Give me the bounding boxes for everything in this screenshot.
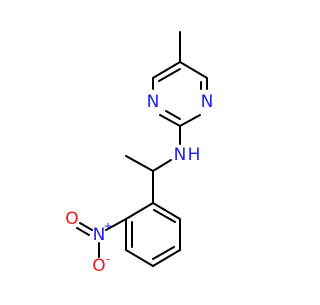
- atom-label-amine-n: N: [174, 145, 187, 165]
- structure-drawing: N N N H N + O - O: [65, 31, 214, 276]
- bond-c2-n3-double: [165, 110, 181, 120]
- bond-b1-b2: [152, 202, 181, 220]
- molecule-diagram: N N N H N + O - O: [65, 31, 214, 276]
- bond-nh-ch: [152, 159, 172, 172]
- bond-n1-c2: [179, 114, 201, 127]
- bond-b3-b4-double: [152, 246, 175, 260]
- bond-nitro-o-double-a: [79, 222, 93, 231]
- bond-b6-b1: [125, 202, 154, 220]
- bond-b1-b2-double: [153, 209, 176, 223]
- atom-charge-nitro-o: -: [106, 253, 110, 266]
- bond-c4-c5-double: [158, 68, 181, 82]
- atom-label-amine-h: H: [188, 145, 201, 165]
- atom-label-pyrimidine-n1: N: [201, 92, 214, 112]
- bonds: [76, 31, 208, 267]
- atom-label-nitro-o-double: O: [65, 209, 78, 229]
- atom-label-nitro-o-single: O: [92, 256, 105, 276]
- atom-charge-nitro-n: +: [103, 220, 112, 233]
- bond-c4-c5: [152, 61, 181, 79]
- bond-nitro-o-double-b: [76, 227, 90, 236]
- atom-label-pyrimidine-n3: N: [147, 92, 160, 112]
- atom-label-nitro-n: N: [93, 225, 106, 245]
- bond-ch-methyl: [125, 155, 154, 172]
- bond-ring-nitro: [105, 218, 127, 231]
- bond-b3-b4: [152, 249, 181, 267]
- bond-c2-n3: [159, 114, 181, 127]
- bond-c5-c6: [179, 61, 208, 79]
- bond-b4-b5: [125, 249, 154, 267]
